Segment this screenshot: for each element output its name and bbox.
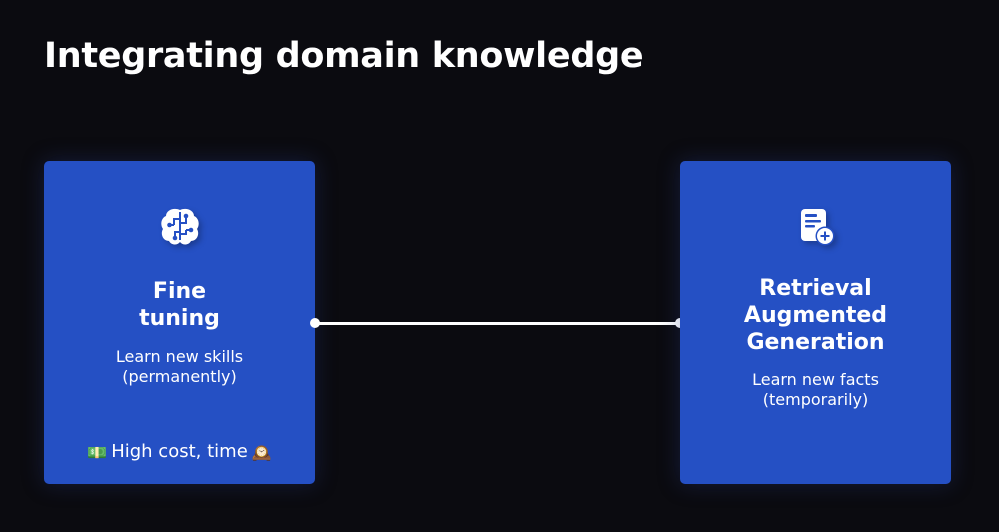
clock-icon: 🕰️ [251,443,272,462]
cost-note-text: High cost, time [111,441,248,462]
fine-tuning-title-line-1: Fine [152,279,207,304]
fine-tuning-title-line-2: tuning [139,306,220,331]
fine-tuning-card: Fine tuning Learn new skills (permanentl… [44,161,315,484]
rag-title-line-3: Generation [746,330,885,355]
rag-card: Retrieval Augmented Generation Learn new… [680,161,951,484]
fine-tuning-description: Learn new skills (permanently) [44,347,315,387]
slide-title: Integrating domain knowledge [44,36,644,76]
document-add-icon [792,203,840,251]
cost-note: 💵High cost, time🕰️ [44,440,315,465]
rag-description: Learn new facts (temporarily) [680,370,951,410]
rag-title: Retrieval Augmented Generation [680,275,951,356]
brain-circuit-icon [156,203,204,251]
fine-tuning-description-line-2: (permanently) [122,367,237,386]
connector-line [315,322,680,325]
fine-tuning-title: Fine tuning [44,278,315,332]
rag-title-line-2: Augmented [743,303,888,328]
rag-description-line-1: Learn new facts [752,370,879,389]
rag-description-line-2: (temporarily) [762,390,869,409]
rag-title-line-1: Retrieval [759,276,872,301]
fine-tuning-description-line-1: Learn new skills [115,347,244,366]
money-icon: 💵 [87,443,108,462]
